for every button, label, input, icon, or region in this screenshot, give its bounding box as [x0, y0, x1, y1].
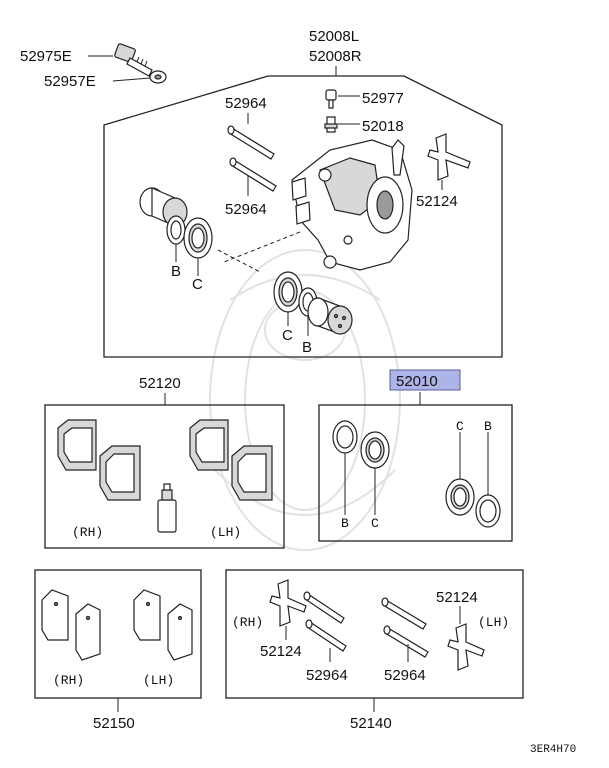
kit-clip-right-icon[interactable] — [447, 623, 485, 671]
pin-lower-part-number: 52964 — [225, 201, 267, 218]
caliper-body-icon[interactable] — [291, 139, 413, 271]
brake-pads-box[interactable] — [44, 404, 285, 549]
letter-c-top-left: C — [192, 276, 203, 293]
kit-clip-left-part-number: 52124 — [260, 643, 302, 660]
seal-kit-seal-right-icon[interactable] — [445, 478, 475, 516]
guide-pin-upper-icon[interactable] — [227, 125, 275, 160]
caliper-left-part-number: 52008L — [309, 28, 359, 45]
pads-lh-label: (LH) — [210, 525, 241, 540]
seal-kit-highlight[interactable] — [389, 369, 461, 391]
brake-pad-rh-inner-icon[interactable] — [57, 419, 97, 471]
letter-b-top-right: B — [302, 339, 312, 356]
clip-top-part-number: 52124 — [416, 193, 458, 210]
bleeder-part-number: 52018 — [362, 118, 404, 135]
kit-clip-right-part-number: 52124 — [436, 589, 478, 606]
bleeder-cap-part-number: 52977 — [362, 90, 404, 107]
letter-b-top-left: B — [171, 263, 181, 280]
grease-tube-icon[interactable] — [157, 483, 177, 533]
kit-pin-right-part-number: 52964 — [384, 667, 426, 684]
caliper-right-part-number: 52008R — [309, 48, 362, 65]
pads-part-number: 52120 — [139, 375, 181, 392]
pins-lh-label: (LH) — [478, 615, 509, 630]
pins-rh-label: (RH) — [232, 615, 263, 630]
washer-icon[interactable] — [149, 70, 167, 84]
seal-kit-boot-right-icon[interactable] — [475, 494, 501, 528]
seal-kit-boot-left-icon[interactable] — [332, 420, 358, 454]
bleeder-cap-icon[interactable] — [325, 89, 337, 109]
dust-boot-left-icon[interactable] — [166, 215, 186, 245]
caliper-assembly-box[interactable] — [103, 75, 503, 358]
brake-pad-rh-outer-icon[interactable] — [99, 445, 141, 501]
shims-lh-label: (LH) — [143, 673, 174, 688]
guide-pin-lower-icon[interactable] — [229, 157, 277, 192]
shims-rh-label: (RH) — [53, 673, 84, 688]
piston-right-icon[interactable] — [307, 297, 353, 335]
shim-rh-inner-icon[interactable] — [41, 589, 69, 641]
piston-seal-left-icon[interactable] — [183, 217, 213, 259]
kit-pin-right-lower-icon[interactable] — [383, 625, 429, 658]
kit-pin-right-upper-icon[interactable] — [381, 597, 427, 630]
diagram-code: 3ER4H70 — [530, 744, 576, 756]
kit-pin-left-part-number: 52964 — [306, 667, 348, 684]
shim-rh-outer-icon[interactable] — [75, 603, 101, 661]
kit-clip-left-icon[interactable] — [269, 579, 307, 627]
shim-lh-inner-icon[interactable] — [133, 589, 161, 641]
washer-part-number: 52957E — [44, 73, 96, 90]
shims-part-number: 52150 — [93, 715, 135, 732]
kit-pin-left-upper-icon[interactable] — [303, 591, 345, 624]
pin-kit-box[interactable] — [225, 569, 524, 699]
letter-c-seal-right: C — [456, 419, 464, 434]
pads-rh-label: (RH) — [72, 525, 103, 540]
pin-upper-part-number: 52964 — [225, 95, 267, 112]
bolt-part-number: 52975E — [20, 48, 72, 65]
bleeder-screw-icon[interactable] — [324, 116, 338, 133]
pin-kit-part-number: 52140 — [350, 715, 392, 732]
seal-kit-box[interactable] — [318, 404, 513, 542]
bolt-icon[interactable] — [114, 43, 153, 77]
letter-b-seal-left: B — [341, 516, 349, 531]
shim-lh-outer-icon[interactable] — [167, 603, 193, 661]
clip-top-icon[interactable] — [427, 133, 471, 181]
kit-pin-left-lower-icon[interactable] — [305, 619, 347, 652]
letter-c-top-right: C — [282, 327, 293, 344]
brake-pad-lh-outer-icon[interactable] — [231, 445, 273, 501]
letter-b-seal-right: B — [484, 419, 492, 434]
seal-kit-part-number: 52010 — [396, 373, 438, 390]
seal-kit-seal-left-icon[interactable] — [360, 431, 390, 469]
piston-seal-right-icon[interactable] — [273, 271, 303, 313]
brake-pad-lh-inner-icon[interactable] — [189, 419, 229, 471]
letter-c-seal-left: C — [371, 516, 379, 531]
